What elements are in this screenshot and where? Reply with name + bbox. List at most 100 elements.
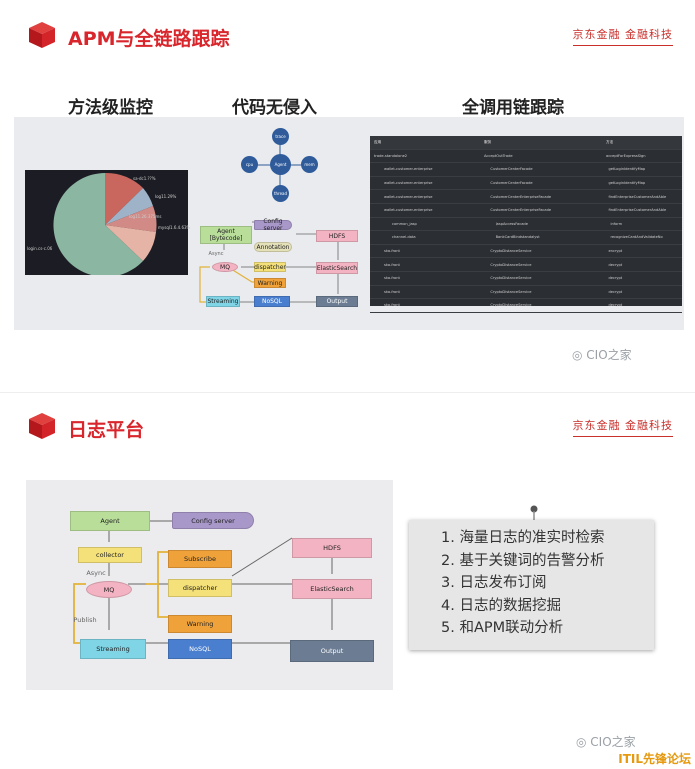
feature-item: 3. 日志发布订阅 bbox=[441, 575, 547, 592]
flow-output-node: Output bbox=[316, 296, 358, 307]
log-config-node: Config server bbox=[172, 512, 254, 529]
apm-node-agent: Agent bbox=[270, 154, 291, 175]
feature-item: 1. 海量日志的准实时检索 bbox=[441, 530, 605, 546]
pie-slice bbox=[105, 225, 156, 261]
feature-item: 2. 基于关键词的告警分析 bbox=[441, 552, 605, 569]
cube-logo-icon bbox=[29, 413, 55, 439]
table-cell: decrypt bbox=[608, 262, 623, 267]
table-cell: AcceptOutTrade bbox=[484, 153, 513, 158]
table-cell: wallet-customer-enterprise bbox=[384, 194, 433, 199]
wechat-icon: ◎ bbox=[572, 348, 587, 362]
table-cell: JaspAccessFacade bbox=[495, 221, 528, 226]
pie-label: login.cs-c.06 bbox=[27, 246, 53, 251]
watermark: ◎ CIO之家 bbox=[576, 733, 636, 750]
slide-apm: APM与全链路跟踪 京东金融 金融科技 方法级监控 代码无侵入 全调用链跟踪 s… bbox=[14, 22, 684, 363]
pie-label: mysql1.6.4.63% bbox=[158, 225, 191, 230]
trace-table: 应用 服务 方法 trade-standalone2 AcceptOutTrade… bbox=[370, 136, 682, 313]
brand-label: 京东金融 金融科技 bbox=[572, 26, 673, 46]
pie-slice bbox=[105, 188, 153, 225]
pie-chart: sa-dc1.??% log11.29% log11.26.375ms mysq… bbox=[25, 170, 191, 277]
table-row[interactable]: channel-data BankCardBindstandalyst recogn… bbox=[370, 231, 682, 245]
log-subscribe-node: Subscribe bbox=[168, 550, 232, 568]
log-streaming-node: Streaming bbox=[80, 639, 146, 659]
pie-label: log11.29% bbox=[155, 194, 177, 199]
flow-async-label: Async bbox=[208, 250, 224, 257]
flow-es-node: ElasticSearch bbox=[316, 262, 358, 274]
apm-node-cpu: cpu bbox=[241, 156, 258, 173]
pie-slice bbox=[105, 206, 157, 232]
features-card: 1. 海量日志的准实时检索 2. 基于关键词的告警分析 3. 日志发布订阅 4.… bbox=[409, 520, 654, 650]
table-cell: CryptoDistanceService bbox=[490, 303, 532, 308]
subtitle-no-intrusion: 代码无侵入 bbox=[232, 98, 317, 118]
table-row[interactable]: ska-front CryptoDistanceService encrypt bbox=[370, 245, 682, 259]
log-es-node: ElasticSearch bbox=[292, 579, 372, 599]
table-cell: CryptoDistanceService bbox=[490, 249, 532, 254]
table-header-cell: 方法 bbox=[606, 139, 614, 144]
table-cell: ska-front bbox=[384, 249, 400, 254]
table-body: trade-standalone2 AcceptOutTrade acceptFor… bbox=[370, 150, 682, 313]
log-async-label: Async bbox=[86, 569, 106, 577]
page-title: APM与全链路跟踪 bbox=[68, 28, 230, 50]
flow-config-node: Config server bbox=[254, 218, 292, 232]
log-nosql-node: NoSQL bbox=[168, 639, 232, 659]
table-cell: BankCardBindstandalyst bbox=[495, 235, 540, 240]
table-header-row: 应用 服务 方法 bbox=[370, 136, 682, 150]
table-cell: CryptoDistanceService bbox=[490, 289, 532, 294]
table-cell: ska-front bbox=[384, 276, 400, 281]
log-mq-node: MQ bbox=[86, 581, 132, 598]
flow-annotation-node: Annotation bbox=[254, 242, 292, 252]
feature-item: 4. 日志的数据挖掘 bbox=[441, 597, 561, 614]
pie-label: sa-dc1.??% bbox=[133, 176, 156, 181]
table-cell: decrypt bbox=[608, 289, 623, 294]
table-cell: acceptForExpressSign bbox=[606, 153, 646, 158]
table-cell: ska-front bbox=[384, 262, 400, 267]
slide-log-platform: 日志平台 京东金融 金融科技 Agent C bbox=[0, 392, 695, 769]
table-cell: decrypt bbox=[608, 276, 623, 281]
table-header-cell: 服务 bbox=[484, 139, 492, 144]
watermark-text: CIO之家 bbox=[586, 348, 632, 362]
footer-badge: ITIL先锋论坛 bbox=[618, 752, 691, 766]
log-output-node: Output bbox=[290, 640, 374, 662]
table-cell: encrypt bbox=[608, 249, 623, 254]
table-cell: getLoginIdentifyMap bbox=[608, 181, 646, 186]
log-agent-node: Agent bbox=[70, 511, 150, 531]
table-cell: common_jasp bbox=[392, 221, 417, 226]
table-cell: wallet-customer-enterprise bbox=[384, 167, 433, 172]
table-cell: getLoginIdentifyMap bbox=[608, 167, 646, 172]
table-row[interactable]: ska-front CryptoDistanceService decrypt bbox=[370, 286, 682, 300]
watermark-text: CIO之家 bbox=[590, 735, 636, 749]
brand-label: 京东金融 金融科技 bbox=[572, 417, 673, 437]
table-cell: channel-data bbox=[392, 235, 416, 240]
pie-slice bbox=[105, 172, 143, 225]
subtitle-full-trace: 全调用链跟踪 bbox=[462, 98, 564, 118]
table-row[interactable]: ska-front CryptoDistanceService decrypt bbox=[370, 272, 682, 286]
table-cell: findEnterpriseCustomerAndAble bbox=[608, 208, 667, 213]
log-warning-node: Warning bbox=[168, 615, 232, 633]
flow-nosql-node: NoSQL bbox=[254, 296, 290, 307]
table-row[interactable]: trade-standalone2 AcceptOutTrade acceptFor… bbox=[370, 150, 682, 164]
table-cell: ska-front bbox=[384, 289, 400, 294]
pie-svg bbox=[53, 172, 157, 277]
flow-mq-node: MQ bbox=[212, 262, 238, 272]
table-cell: CustomerCenterFacade bbox=[490, 181, 533, 186]
table-cell: CryptoDistanceService bbox=[490, 276, 532, 281]
page-title: 日志平台 bbox=[68, 419, 145, 441]
table-row[interactable]: wallet-customer-enterprise CustomerCenter… bbox=[370, 163, 682, 177]
subtitle-method-monitor: 方法级监控 bbox=[68, 98, 153, 118]
pie-slice bbox=[53, 173, 143, 277]
apm-node-thread: thread bbox=[272, 185, 289, 202]
table-cell: trade-standalone2 bbox=[374, 153, 408, 158]
table-cell: recognizeCardAndValidateNo bbox=[610, 235, 663, 240]
table-cell: CustomerCenterFacade bbox=[490, 167, 533, 172]
flow-agent-node: Agent [Bytecode] bbox=[200, 226, 252, 244]
pie-label: log11.26.375ms bbox=[129, 214, 162, 219]
log-collector-node: collector bbox=[78, 547, 142, 563]
table-cell: CustomerCenterEnterpriseFacade bbox=[490, 208, 552, 213]
watermark: ◎ CIO之家 bbox=[572, 346, 632, 363]
